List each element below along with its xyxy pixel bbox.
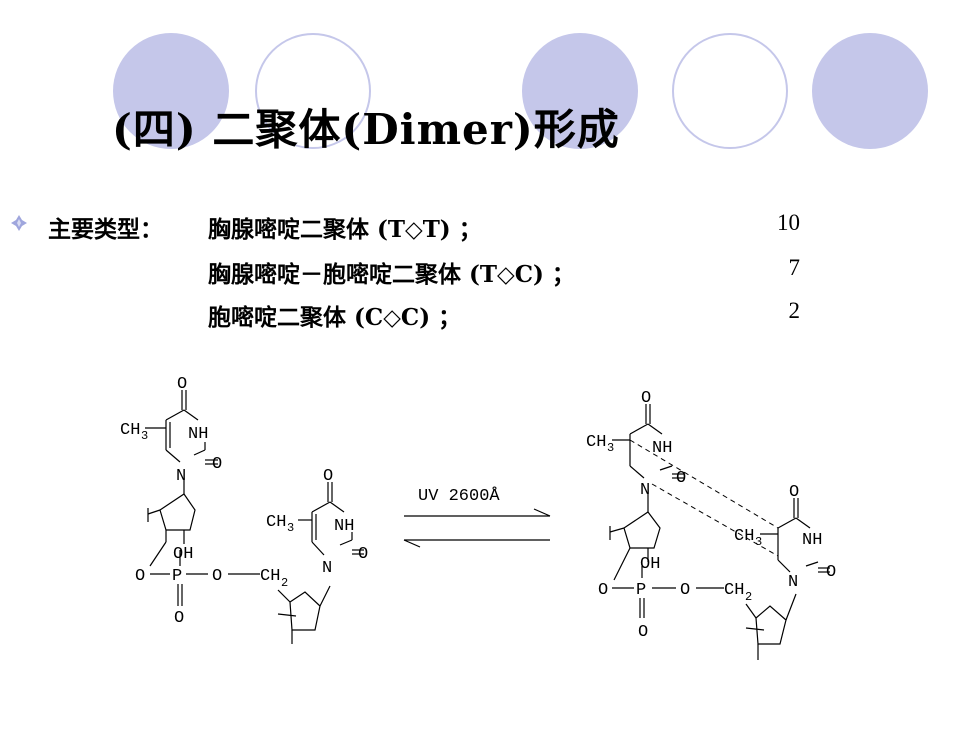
atom-o: O — [135, 567, 145, 586]
atom-o: O — [676, 469, 686, 488]
type-value-tc: 7 — [788, 255, 801, 280]
atom-n: N — [788, 573, 798, 592]
atom-o: O — [598, 581, 608, 600]
atom-o: O — [641, 389, 651, 408]
atom-o: O — [826, 563, 836, 582]
type-value-tt: 10 — [777, 210, 800, 235]
atom-sub: 3 — [287, 521, 294, 535]
decor-circle-3 — [522, 33, 638, 149]
atom-p: P — [172, 567, 182, 586]
atom-n: N — [640, 481, 650, 500]
atom-o: O — [174, 609, 184, 628]
decor-circle-5 — [812, 33, 928, 149]
atom-o: O — [177, 375, 187, 394]
type-item-tt: 胸腺嘧啶二聚体 (T◇T) ； — [208, 216, 482, 243]
atom-sub: 3 — [755, 535, 762, 549]
atom-o: O — [638, 623, 648, 642]
type-item-tc: 胸腺嘧啶－胞嘧啶二聚体 (T◇C) ； — [208, 261, 575, 288]
decor-circle-2 — [255, 33, 371, 149]
atom-oh: OH — [173, 545, 193, 564]
atom-nh: NH — [652, 439, 672, 458]
atom-ch: CH — [734, 527, 754, 546]
atom-o: O — [680, 581, 690, 600]
atom-sub: 2 — [745, 590, 752, 604]
types-label: 主要类型： — [48, 216, 163, 243]
atom-sub: 2 — [281, 576, 288, 590]
atom-ch: CH — [260, 567, 280, 586]
atom-o: O — [789, 483, 799, 502]
atom-oh: OH — [640, 555, 660, 574]
atom-o: O — [212, 567, 222, 586]
atom-o: O — [358, 545, 368, 564]
atom-o: O — [212, 455, 222, 474]
atom-nh: NH — [188, 425, 208, 444]
slide-title: (四) 二聚体(Dimer)形成 — [112, 105, 620, 154]
atom-nh: NH — [802, 531, 822, 550]
atom-ch: CH — [586, 433, 606, 452]
atom-n: N — [176, 467, 186, 486]
atom-sub: 3 — [141, 429, 148, 443]
diamond-bullet-icon — [11, 215, 27, 231]
decor-circle-1 — [113, 33, 229, 149]
reaction-label: UV 2600Å — [418, 487, 500, 506]
atom-sub: 3 — [607, 441, 614, 455]
type-item-cc: 胞嘧啶二聚体 (C◇C) ； — [208, 304, 462, 331]
atom-n: N — [322, 559, 332, 578]
atom-p: P — [636, 581, 646, 600]
decor-circle-4 — [672, 33, 788, 149]
atom-nh: NH — [334, 517, 354, 536]
atom-o: O — [323, 467, 333, 486]
type-value-cc: 2 — [788, 298, 801, 323]
atom-ch: CH — [724, 581, 744, 600]
atom-ch: CH — [266, 513, 286, 532]
atom-ch: CH — [120, 421, 140, 440]
